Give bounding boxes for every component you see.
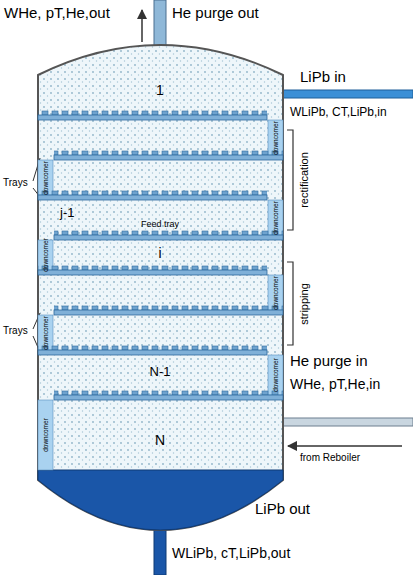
stage-number: j-1 — [60, 206, 74, 221]
bubble-caps — [38, 190, 267, 195]
rectification-bracket — [287, 130, 293, 230]
stream-label: He purge in — [290, 352, 368, 369]
bubble-caps — [54, 230, 283, 235]
downcomer-label: downcomer — [42, 161, 49, 195]
downcomer-channel — [38, 160, 53, 195]
downcomer-label: downcomer — [272, 201, 279, 235]
flow-arrow — [141, 10, 143, 42]
section-label: stripping — [298, 283, 311, 325]
downcomer-channel — [268, 355, 283, 395]
flow-variable: WHe, pT,He,in — [290, 376, 380, 392]
stripping-bracket — [287, 262, 293, 345]
tray-label: Trays — [3, 325, 28, 337]
downcomer-channel — [38, 315, 53, 350]
column-vessel — [38, 45, 283, 530]
downcomer-channel — [268, 200, 283, 235]
downcomer-channel — [268, 120, 283, 155]
bubble-caps — [54, 150, 283, 155]
flow-variable: WLiPb, cT,LiPb,out — [172, 545, 290, 561]
tray — [54, 395, 283, 400]
bubble-caps — [38, 265, 267, 270]
downcomer-channel — [268, 275, 283, 310]
stream-label: LiPb out — [255, 500, 310, 517]
stage-number: i — [158, 245, 161, 261]
tray-label: Feed tray — [141, 219, 179, 229]
tray — [54, 235, 283, 240]
bubble-caps — [54, 390, 283, 395]
tray-label: Trays — [3, 177, 28, 189]
stream-label: LiPb in — [300, 68, 346, 85]
he-outlet-pipe — [154, 0, 166, 50]
bubble-caps — [38, 110, 267, 115]
bubble-caps — [54, 305, 283, 310]
tray — [38, 270, 267, 275]
downcomer-label: downcomer — [272, 358, 279, 392]
lipb-inlet-pipe — [280, 90, 413, 98]
stage-number: 1 — [156, 82, 164, 98]
downcomer-label: downcomer — [272, 276, 279, 310]
stage-number: N-1 — [150, 365, 171, 380]
he-inlet-pipe — [280, 418, 413, 426]
flow-variable: WLiPb, CT,LiPb,in — [290, 106, 387, 120]
downcomer-label: downcomer — [42, 238, 49, 272]
stream-label: from Reboiler — [300, 452, 360, 464]
downcomer-channel — [38, 400, 53, 470]
liquid-pool — [38, 470, 283, 530]
tray — [38, 115, 267, 120]
flow-variable: WHe, pT,He,out — [4, 4, 110, 21]
downcomer-label: downcomer — [42, 316, 49, 350]
tray — [38, 195, 267, 200]
downcomer-label: downcomer — [272, 121, 279, 155]
tray — [54, 155, 283, 160]
tray — [54, 310, 283, 315]
stage-number: N — [155, 432, 165, 448]
section-label: rectification — [298, 152, 311, 208]
downcomer-label: downcomer — [42, 418, 49, 452]
reboiler-arrow — [288, 445, 402, 447]
tray-group — [38, 110, 283, 470]
tray — [38, 350, 267, 355]
stream-label: He purge out — [172, 4, 259, 21]
bubble-caps — [38, 345, 267, 350]
